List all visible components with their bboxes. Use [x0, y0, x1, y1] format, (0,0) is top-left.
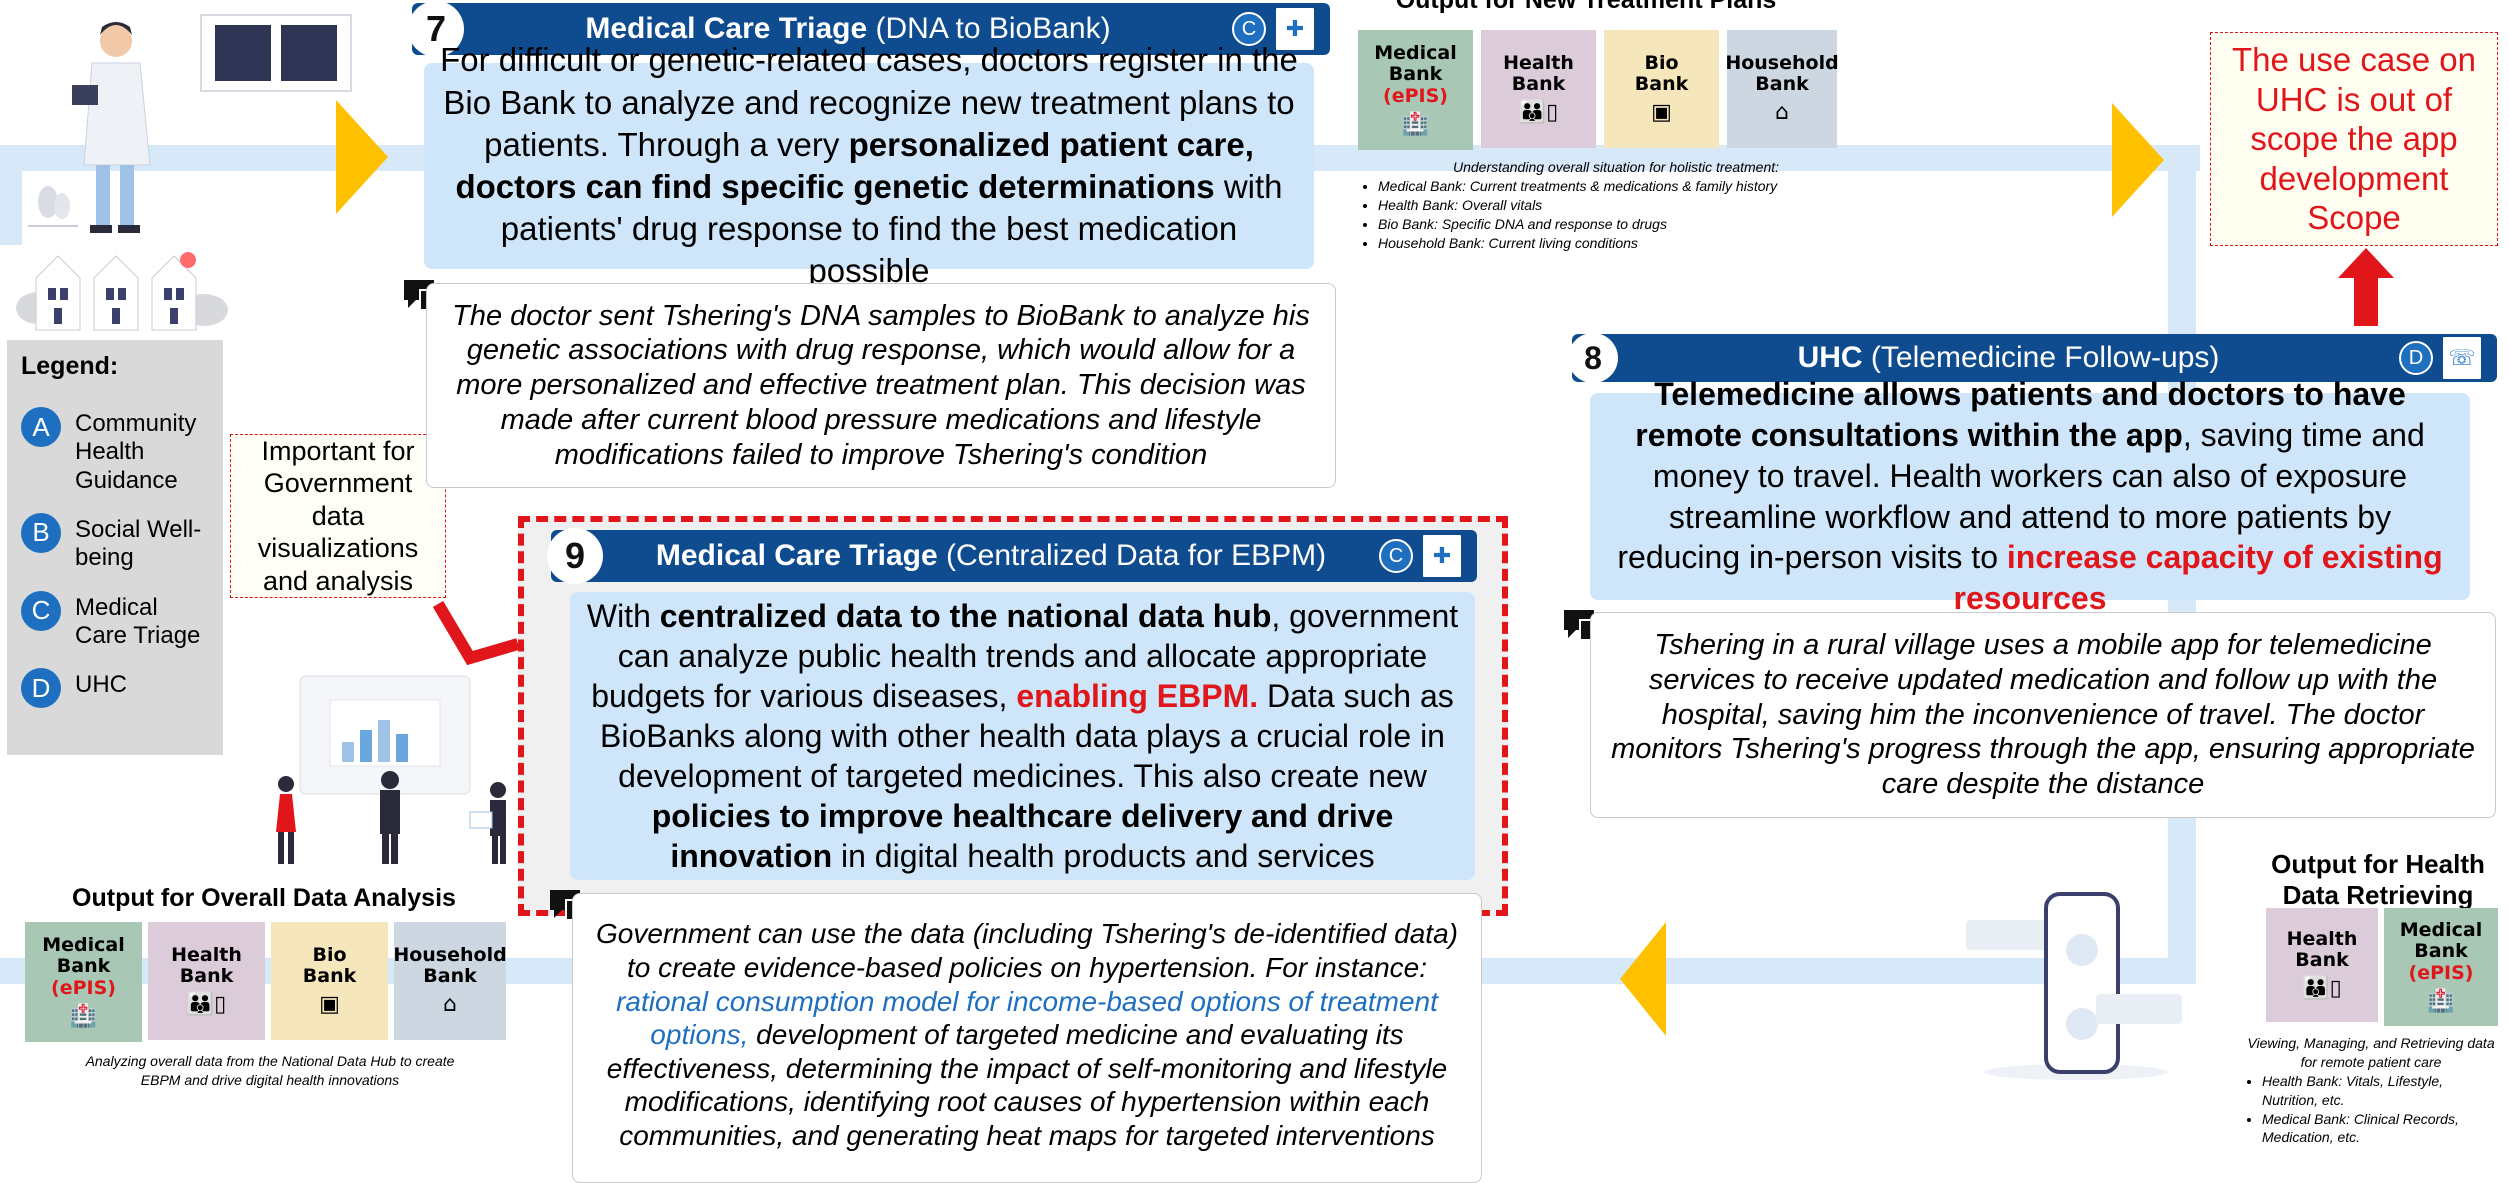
step7-title: Medical Care Triage (DNA to BioBank)	[585, 12, 1111, 45]
step7-description: For difficult or genetic-related cases, …	[424, 41, 1314, 289]
legend-item-d: D UHC	[21, 668, 209, 709]
legend-badge-c: C	[21, 590, 61, 631]
legend-label-c: Medical Care Triage	[75, 593, 201, 649]
legend-item-a: A Community Health Guidance	[21, 407, 209, 495]
out-treatment-title: Output for New Treatment Plans	[1395, 0, 1777, 14]
out-treatment-note-item: Health Bank: Overall vitals	[1378, 196, 1876, 215]
dna-card-icon: ▣	[1651, 100, 1672, 126]
step8-badge: D	[2399, 341, 2433, 375]
legend-item-c: C Medical Care Triage	[21, 590, 209, 651]
government-note: Important for Government data visualizat…	[230, 434, 446, 598]
step9-story: Government can use the data (including T…	[572, 893, 1482, 1183]
out-treatment-note-item: Bio Bank: Specific DNA and response to d…	[1378, 215, 1876, 234]
government-note-text: Important for Government data visualizat…	[257, 436, 419, 596]
out-retrieving-note-item: Health Bank: Vitals, Lifestyle, Nutritio…	[2262, 1072, 2502, 1110]
out-retrieving-title: Output for Health Data Retrieving	[2271, 849, 2485, 911]
family-phone-icon: 👪▯	[186, 992, 227, 1018]
flow-line-left	[0, 145, 22, 245]
step8-description: Telemedicine allows patients and doctors…	[1590, 376, 2470, 616]
out-retrieving-note-item: Medical Bank: Clinical Records, Medicati…	[2262, 1110, 2502, 1148]
xray-image-1	[215, 25, 271, 81]
legend-badge-b: B	[21, 512, 61, 553]
hospital-icon: 🏥	[69, 1004, 98, 1030]
step8-title: UHC (Telemedicine Follow-ups)	[1797, 341, 2220, 374]
legend-item-b: B Social Well-being	[21, 512, 209, 573]
legend-label-d: UHC	[75, 671, 127, 699]
legend-title: Legend:	[21, 352, 119, 380]
out-analysis-note: Analyzing overall data from the National…	[85, 1053, 455, 1088]
step9-number: 9	[547, 528, 603, 584]
house-icon: ⌂	[1775, 100, 1789, 126]
step7-header: 7 Medical Care Triage (DNA to BioBank) C…	[408, 1, 1330, 57]
step7-number: 7	[408, 1, 464, 57]
flow-arrow-3	[1620, 922, 1666, 1036]
step7-badge: C	[1232, 12, 1266, 46]
hospital-icon: 🏥	[2427, 989, 2455, 1015]
out-treatment-note-item: Household Bank: Current living condition…	[1378, 234, 1876, 253]
telemedicine-icon: ☏	[2441, 335, 2483, 381]
dna-card-icon: ▣	[319, 992, 340, 1018]
legend-panel: Legend: A Community Health Guidance B So…	[7, 340, 223, 755]
medical-doc-icon: ✚	[1274, 6, 1316, 52]
red-up-arrow	[2338, 248, 2394, 326]
family-phone-icon: 👪▯	[1518, 100, 1559, 126]
flow-arrow-1	[336, 100, 388, 214]
step8-header: 8 UHC (Telemedicine Follow-ups) D ☏	[1568, 333, 2497, 383]
house-icon: ⌂	[443, 992, 457, 1018]
step9-title: Medical Care Triage (Centralized Data fo…	[655, 539, 1327, 572]
out-retrieving-notes: Viewing, Managing, and Retrieving data f…	[2240, 1034, 2502, 1147]
out-treatment-notes: Understanding overall situation for holi…	[1356, 158, 1876, 252]
family-phone-icon: 👪▯	[2302, 976, 2342, 1002]
step7-story: The doctor sent Tshering's DNA samples t…	[426, 283, 1336, 488]
legend-badge-d: D	[21, 668, 61, 709]
step9-description: With centralized data to the national da…	[570, 592, 1475, 880]
red-connector	[432, 600, 520, 666]
data-analysis-illustration	[276, 675, 506, 864]
xray-picture	[200, 14, 352, 92]
out-retrieving-note-title: Viewing, Managing, and Retrieving data f…	[2247, 1035, 2495, 1070]
village-houses-illustration	[16, 252, 228, 331]
xray-image-2	[281, 25, 337, 81]
doctor-illustration	[72, 22, 151, 233]
flow-arrow-2	[2112, 103, 2164, 217]
medical-doc-icon: ✚	[1421, 533, 1463, 579]
step9-badge: C	[1379, 539, 1413, 573]
out-analysis-title: Output for Overall Data Analysis	[72, 884, 456, 912]
out-treatment-note-title: Understanding overall situation for holi…	[1452, 159, 1780, 175]
legend-label-b: Social Well-being	[75, 515, 202, 572]
legend-label-a: Community Health Guidance	[75, 410, 197, 494]
plant-illustration	[28, 186, 78, 227]
step8-number: 8	[1568, 333, 1618, 383]
step9-header: 9 Medical Care Triage (Centralized Data …	[547, 528, 1477, 584]
uhc-scope-note-text: The use case on UHC is out of scope the …	[2232, 41, 2476, 237]
legend-badge-a: A	[21, 407, 61, 447]
step8-story: Tshering in a rural village uses a mobil…	[1590, 612, 2496, 818]
hospital-icon: 🏥	[1401, 112, 1430, 138]
out-treatment-note-item: Medical Bank: Current treatments & medic…	[1378, 177, 1876, 196]
phone-chat-illustration	[1966, 892, 2182, 1080]
uhc-scope-note: The use case on UHC is out of scope the …	[2210, 32, 2498, 246]
